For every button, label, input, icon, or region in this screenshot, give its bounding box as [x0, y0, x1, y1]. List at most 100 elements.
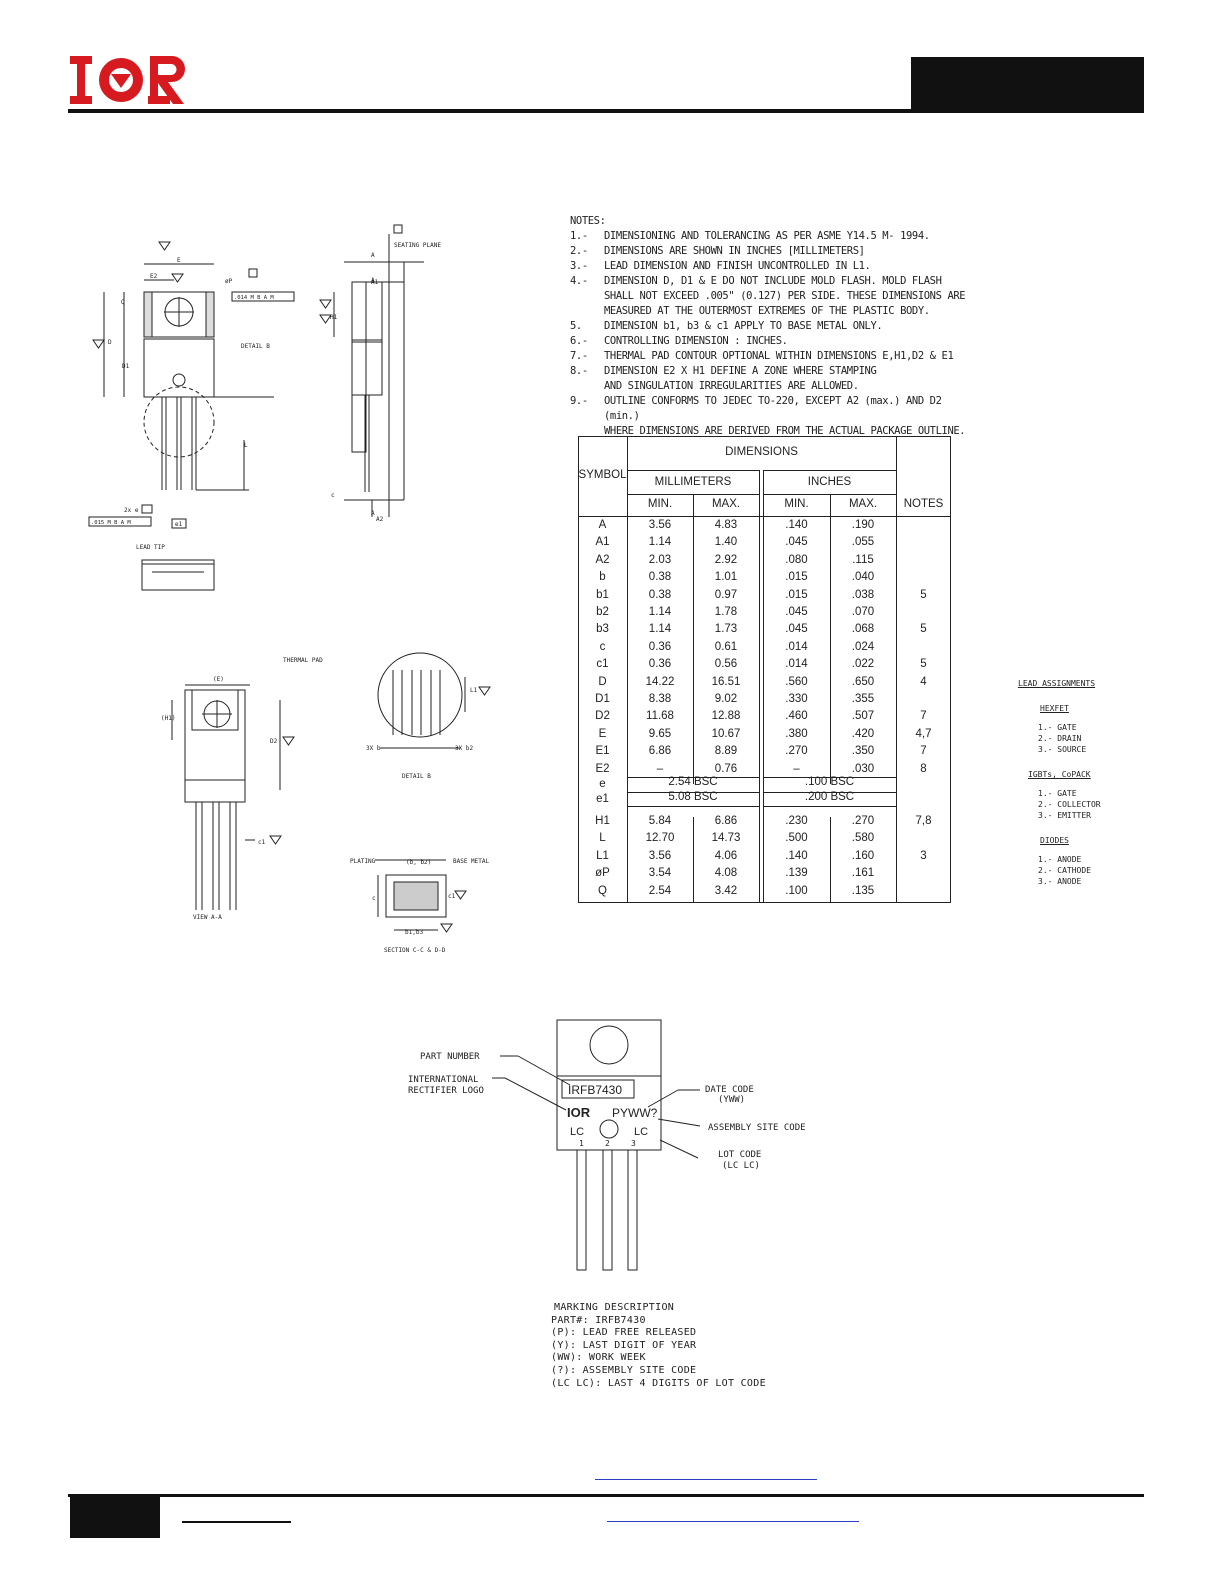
cell-symbol: A [598, 519, 607, 531]
tol-frame-1: .014 M B A M [234, 295, 274, 301]
cell-mm-min: 2.03 [648, 553, 672, 566]
cell-mm-min: 1.14 [648, 536, 672, 549]
cell-mm-max: 1.01 [714, 571, 738, 584]
notes-title: NOTES: [570, 215, 606, 227]
svg-text:øP: øP [225, 278, 233, 285]
cell-in-max: .350 [851, 745, 875, 758]
cell-mm-min: 3.56 [648, 519, 672, 531]
marking-description-line: (WW): WORK WEEK [551, 1352, 646, 1364]
cell-symbol: H1 [595, 815, 610, 827]
table-rule [627, 792, 759, 793]
section-label: SECTION C-C & D-D [384, 947, 446, 954]
footer-link-underline-2[interactable] [607, 1521, 859, 1522]
note-row: AND SINGULATION IRREGULARITIES ARE ALLOW… [570, 379, 970, 394]
header-in-max: MAX. [848, 498, 878, 510]
cell-in-bsc: .100 BSC [804, 776, 855, 788]
cell-mm-max: 3.42 [714, 884, 738, 897]
cell-mm-min: 0.38 [648, 571, 672, 584]
cell-in-max: .160 [851, 849, 875, 862]
marking-diagram: PART NUMBER INTERNATIONAL RECTIFIER LOGO… [408, 1019, 806, 1271]
cell-symbol: e [599, 778, 606, 790]
lead-item: 1.- GATE [1038, 723, 1077, 732]
cell-mm-min: 0.38 [648, 588, 672, 601]
cell-note: 5 [920, 658, 927, 671]
note-row: 9.-OUTLINE CONFORMS TO JEDEC TO-220, EXC… [570, 394, 970, 424]
dim-b1b3-label: b1,b3 [405, 929, 423, 936]
dim-bb2-label: (b, b2) [406, 859, 431, 866]
cell-mm-max: 0.97 [714, 588, 738, 601]
cell-mm-bsc: 5.08 BSC [668, 791, 718, 803]
header-symbol: SYMBOL [578, 469, 627, 481]
note-number [570, 289, 604, 304]
logo-label-2: RECTIFIER LOGO [408, 1086, 484, 1096]
svg-text:E2: E2 [150, 273, 158, 280]
table-rule [627, 436, 628, 903]
header-rule [68, 109, 1144, 113]
cell-in-max: .115 [852, 553, 874, 566]
lot-code-label-1: LOT CODE [718, 1150, 761, 1160]
table-rule [763, 777, 896, 778]
cell-mm-min: 1.14 [648, 623, 672, 636]
note-number: 4.- [570, 275, 588, 287]
date-code-label-1: DATE CODE [705, 1085, 754, 1095]
table-rule [950, 436, 951, 903]
note-number: 3.- [570, 260, 588, 272]
cell-in-min: – [793, 762, 800, 775]
cell-in-min: .140 [785, 849, 808, 862]
lead-item: 2.- CATHODE [1038, 866, 1091, 875]
cell-mm-max: 2.92 [714, 553, 738, 566]
lead-item: 2.- COLLECTOR [1038, 800, 1101, 809]
svg-text:D2: D2 [270, 738, 278, 745]
detail-b-label: DETAIL B [241, 343, 270, 350]
table-rule [693, 817, 694, 903]
cell-mm-min: 14.22 [645, 675, 675, 688]
view-aa-label: VIEW A-A [193, 914, 222, 921]
cell-in-min: .230 [785, 815, 808, 827]
cell-in-max: .507 [851, 710, 875, 723]
cell-in-max: .580 [851, 832, 875, 845]
cell-in-max: .030 [851, 762, 875, 775]
svg-text:c: c [331, 492, 335, 499]
cell-symbol: b1 [596, 588, 609, 601]
lead-group-title: HEXFET [1040, 704, 1069, 713]
cell-symbol: A2 [595, 553, 610, 566]
header-mm-min: MIN. [647, 498, 673, 510]
marking-description-line: (P): LEAD FREE RELEASED [551, 1327, 697, 1339]
cell-mm-max: 1.73 [714, 623, 738, 636]
cell-mm-min: 0.36 [648, 658, 672, 671]
cell-mm-max: 6.86 [714, 815, 738, 827]
cell-in-min: .139 [785, 867, 808, 880]
note-row: 4.-DIMENSION D, D1 & E DO NOT INCLUDE MO… [570, 274, 970, 289]
cell-in-max: .024 [851, 640, 875, 653]
cell-note: 7 [920, 745, 927, 758]
cell-symbol: Q [598, 884, 607, 897]
note-row: 3.-LEAD DIMENSION AND FINISH UNCONTROLLE… [570, 259, 970, 274]
footer-link-underline-1[interactable] [595, 1479, 817, 1480]
cell-symbol: E1 [595, 745, 610, 758]
tol-frame-2: .015 M B A M [91, 520, 131, 526]
note-number [570, 379, 604, 394]
cell-mm-max: 1.40 [714, 536, 738, 549]
cell-in-min: .014 [785, 640, 808, 653]
marking-part-text: IRFB7430 [568, 1083, 622, 1097]
table-rule [578, 516, 951, 517]
cell-mm-bsc: 2.54 BSC [668, 776, 718, 788]
table-rule [896, 436, 897, 903]
note-text: THERMAL PAD CONTOUR OPTIONAL WITHIN DIME… [604, 350, 954, 362]
svg-text:L1: L1 [470, 687, 478, 694]
cell-in-min: .330 [785, 693, 808, 705]
footer-rule [68, 1494, 1144, 1497]
table-rule [763, 806, 896, 807]
lead-group-title: IGBTs, CoPACK [1028, 770, 1091, 779]
cell-mm-min: 5.84 [648, 815, 672, 827]
cell-mm-max: 4.08 [714, 867, 738, 880]
note-number: 2.- [570, 245, 588, 257]
cell-in-max: .420 [851, 727, 875, 740]
header-inches: INCHES [807, 476, 852, 488]
note-number: 6.- [570, 335, 588, 347]
cell-in-min: .500 [785, 832, 808, 845]
cell-mm-max: 14.73 [711, 832, 741, 845]
cell-in-min: .045 [785, 623, 808, 636]
